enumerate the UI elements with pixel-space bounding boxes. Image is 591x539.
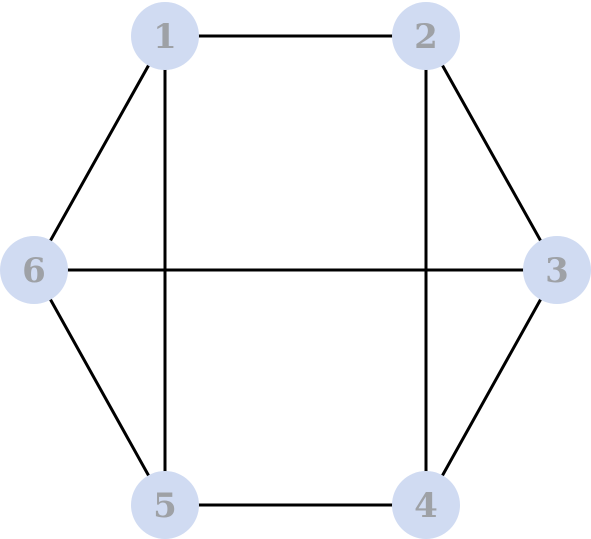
node-3: 3 [523, 236, 591, 304]
node-circle [392, 471, 460, 539]
node-circle [0, 236, 68, 304]
node-label: 1 [153, 17, 177, 57]
edge-5-6 [32, 268, 167, 507]
node-circle [131, 2, 199, 70]
edge-3-4 [424, 268, 559, 507]
node-label: 2 [414, 17, 438, 57]
node-2: 2 [392, 2, 460, 70]
node-label: 3 [545, 251, 569, 291]
node-4: 4 [392, 471, 460, 539]
edge-6-1 [32, 34, 167, 272]
node-label: 6 [22, 251, 46, 291]
node-circle [131, 471, 199, 539]
node-6: 6 [0, 236, 68, 304]
node-circle [392, 2, 460, 70]
node-1: 1 [131, 2, 199, 70]
edge-2-3 [424, 34, 559, 272]
node-label: 5 [153, 486, 177, 526]
node-label: 4 [414, 486, 438, 526]
edges-layer [32, 34, 559, 507]
node-5: 5 [131, 471, 199, 539]
node-circle [523, 236, 591, 304]
